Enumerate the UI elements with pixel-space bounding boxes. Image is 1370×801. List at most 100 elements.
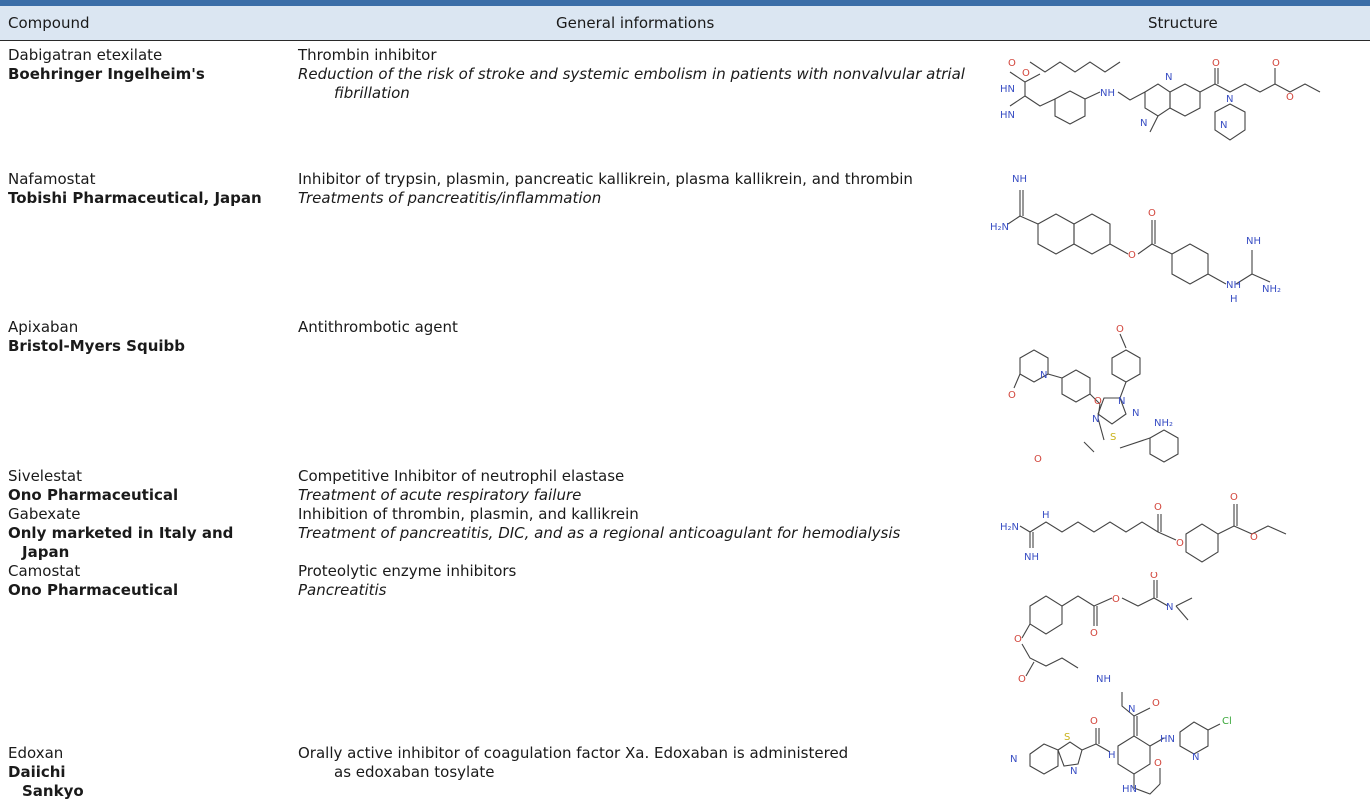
- atom-o: O: [1018, 674, 1026, 684]
- apixaban-structure-image: O N O O N N N NH₂ S O: [1000, 322, 1210, 466]
- atom-o: O: [1148, 208, 1156, 219]
- general-info-cell: Proteolytic enzyme inhibitors Pancreatit…: [298, 562, 998, 600]
- general-info-cell: Competitive Inhibitor of neutrophil elas…: [298, 467, 998, 505]
- compound-cell: Gabexate Only marketed in Italy and Japa…: [8, 505, 280, 562]
- compound-maker: Boehringer Ingelheim's: [8, 65, 205, 83]
- compound-description: Thrombin inhibitor: [298, 46, 437, 64]
- compound-maker: Tobishi Pharmaceutical, Japan: [8, 189, 262, 207]
- atom-n: N: [1140, 118, 1147, 129]
- header-general-informations: General informations: [556, 14, 715, 32]
- atom-nh2: NH₂: [1262, 284, 1281, 295]
- header-structure: Structure: [1148, 14, 1218, 32]
- atom-h: H: [1230, 294, 1238, 305]
- atom-o: O: [1090, 716, 1098, 727]
- general-info-cell: Orally active inhibitor of coagulation f…: [298, 744, 998, 782]
- general-info-cell: Thrombin inhibitor Reduction of the risk…: [298, 46, 998, 103]
- atom-o: O: [1094, 396, 1102, 407]
- compound-maker: Ono Pharmaceutical: [8, 486, 179, 504]
- atom-n: N: [1040, 370, 1047, 381]
- atom-o: O: [1154, 502, 1162, 513]
- compound-maker: Bristol-Myers Squibb: [8, 337, 186, 355]
- atom-n: N: [1192, 752, 1199, 763]
- atom-o: O: [1116, 324, 1124, 335]
- compound-maker: Ono Pharmaceutical: [8, 581, 179, 599]
- general-info-cell: Inhibitor of trypsin, plasmin, pancreati…: [298, 170, 998, 208]
- atom-o: O: [1034, 454, 1042, 465]
- gabexate-structure-image: H₂N NH H O O O O: [1000, 468, 1365, 568]
- compound-name: Sivelestat: [8, 467, 82, 485]
- atom-nh2: NH₂: [1154, 418, 1173, 429]
- atom-o: O: [1154, 758, 1162, 769]
- atom-o: O: [1150, 572, 1158, 581]
- atom-n: N: [1128, 704, 1135, 715]
- atom-o: O: [1250, 532, 1258, 543]
- atom-nh: NH: [1246, 236, 1261, 247]
- compound-use: Reduction of the risk of stroke and syst…: [298, 65, 965, 102]
- atom-n: N: [1226, 94, 1233, 105]
- atom-nh: NH: [1100, 88, 1115, 99]
- atom-o: O: [1008, 58, 1016, 69]
- compound-name: Apixaban: [8, 318, 79, 336]
- compound-description: Inhibitor of trypsin, plasmin, pancreati…: [298, 170, 913, 188]
- atom-o: O: [1090, 628, 1098, 639]
- compound-cell: Dabigatran etexilate Boehringer Ingelhei…: [8, 46, 280, 84]
- compound-cell: Edoxan Daiichi Sankyo: [8, 744, 280, 801]
- atom-h2n: H₂N: [1000, 522, 1019, 533]
- atom-hn: HN: [1160, 734, 1175, 745]
- compound-name: Camostat: [8, 562, 81, 580]
- atom-o: O: [1014, 634, 1022, 645]
- general-info-cell: Inhibition of thrombin, plasmin, and kal…: [298, 505, 998, 543]
- atom-nh: NH: [1012, 174, 1027, 185]
- compound-description: Antithrombotic agent: [298, 318, 458, 336]
- compound-use: Treatment of pancreatitis, DIC, and as a…: [298, 524, 901, 542]
- dabigatran-structure-image: O O HN HN NH N N O N O O N: [1000, 44, 1360, 164]
- camostat-structure-image: O O O N O O NH: [1000, 572, 1220, 684]
- compound-description: Proteolytic enzyme inhibitors: [298, 562, 517, 580]
- compound-maker: Only marketed in Italy and Japan: [8, 524, 234, 561]
- atom-nh: NH: [1096, 674, 1111, 684]
- compound-name: Nafamostat: [8, 170, 96, 188]
- compound-description: Competitive Inhibitor of neutrophil elas…: [298, 467, 625, 485]
- edoxaban-structure-image: N S N O H N O HN N Cl HN O: [1010, 684, 1260, 800]
- atom-nh: NH: [1226, 280, 1241, 291]
- caption-bar: [0, 0, 1370, 6]
- atom-n: N: [1092, 414, 1099, 425]
- compound-maker: Daiichi Sankyo: [8, 763, 84, 800]
- atom-n: N: [1118, 396, 1125, 407]
- atom-hn: HN: [1000, 84, 1015, 95]
- atom-o: O: [1230, 492, 1238, 503]
- atom-h: H: [1042, 510, 1050, 521]
- atom-hn: HN: [1000, 110, 1015, 121]
- compound-cell: Nafamostat Tobishi Pharmaceutical, Japan: [8, 170, 280, 208]
- general-info-cell: Antithrombotic agent: [298, 318, 998, 337]
- atom-o: O: [1128, 250, 1136, 261]
- atom-n: N: [1165, 72, 1172, 83]
- compound-cell: Sivelestat Ono Pharmaceutical: [8, 467, 280, 505]
- compound-description: Orally active inhibitor of coagulation f…: [298, 744, 849, 781]
- compound-description: Inhibition of thrombin, plasmin, and kal…: [298, 505, 639, 523]
- atom-n: N: [1070, 766, 1077, 777]
- atom-o: O: [1272, 58, 1280, 69]
- atom-cl: Cl: [1222, 716, 1232, 727]
- atom-o: O: [1286, 92, 1294, 103]
- atom-o: O: [1152, 698, 1160, 709]
- atom-s: S: [1110, 432, 1116, 443]
- compound-name: Gabexate: [8, 505, 81, 523]
- compound-cell: Apixaban Bristol-Myers Squibb: [8, 318, 280, 356]
- atom-hn: HN: [1122, 784, 1137, 795]
- atom-n: N: [1010, 754, 1017, 765]
- atom-o: O: [1212, 58, 1220, 69]
- atom-h2n: H₂N: [990, 222, 1009, 233]
- nafamostat-structure-image: NH H₂N O O NH H NH NH₂: [990, 168, 1365, 308]
- compound-use: Treatments of pancreatitis/inflammation: [298, 189, 602, 207]
- atom-h: H: [1108, 750, 1116, 761]
- atom-o: O: [1176, 538, 1184, 549]
- compound-use: Pancreatitis: [298, 581, 387, 599]
- atom-nh: NH: [1024, 552, 1039, 563]
- atom-n: N: [1166, 602, 1173, 613]
- atom-o: O: [1112, 594, 1120, 605]
- table-header: Compound General informations Structure: [0, 6, 1370, 41]
- header-compound: Compound: [8, 14, 90, 32]
- atom-o: O: [1008, 390, 1016, 401]
- atom-s: S: [1064, 732, 1070, 743]
